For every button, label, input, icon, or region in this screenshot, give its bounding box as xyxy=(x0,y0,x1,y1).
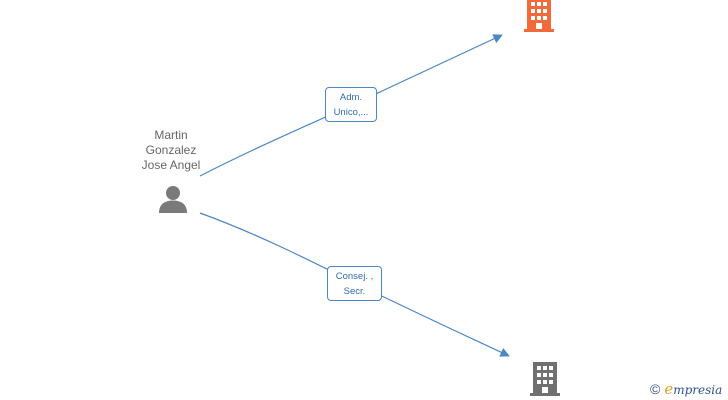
role-label-adm[interactable]: Adm. Unico,... xyxy=(325,87,377,122)
brand-watermark: © empresia xyxy=(650,379,722,399)
role-label-line: Consej. , xyxy=(335,271,374,282)
building-icon[interactable] xyxy=(522,0,556,32)
brand-logo: empresia xyxy=(664,380,722,398)
copyright-icon: © xyxy=(650,381,661,397)
brand-initial: e xyxy=(664,380,674,398)
person-name-line: Jose Angel xyxy=(141,158,201,172)
role-label-line: Unico,... xyxy=(333,107,369,118)
person-name-line: Gonzalez xyxy=(145,143,197,157)
role-label-line: Secr. xyxy=(343,286,366,297)
building-icon[interactable] xyxy=(528,362,562,396)
role-label-line: Adm. xyxy=(339,92,363,103)
person-icon[interactable] xyxy=(158,184,188,214)
person-name[interactable]: Martin Gonzalez Jose Angel xyxy=(120,128,222,173)
brand-name-rest: mpresia xyxy=(673,383,723,397)
role-label-consej[interactable]: Consej. , Secr. xyxy=(327,266,382,301)
person-name-line: Martin xyxy=(154,128,188,142)
